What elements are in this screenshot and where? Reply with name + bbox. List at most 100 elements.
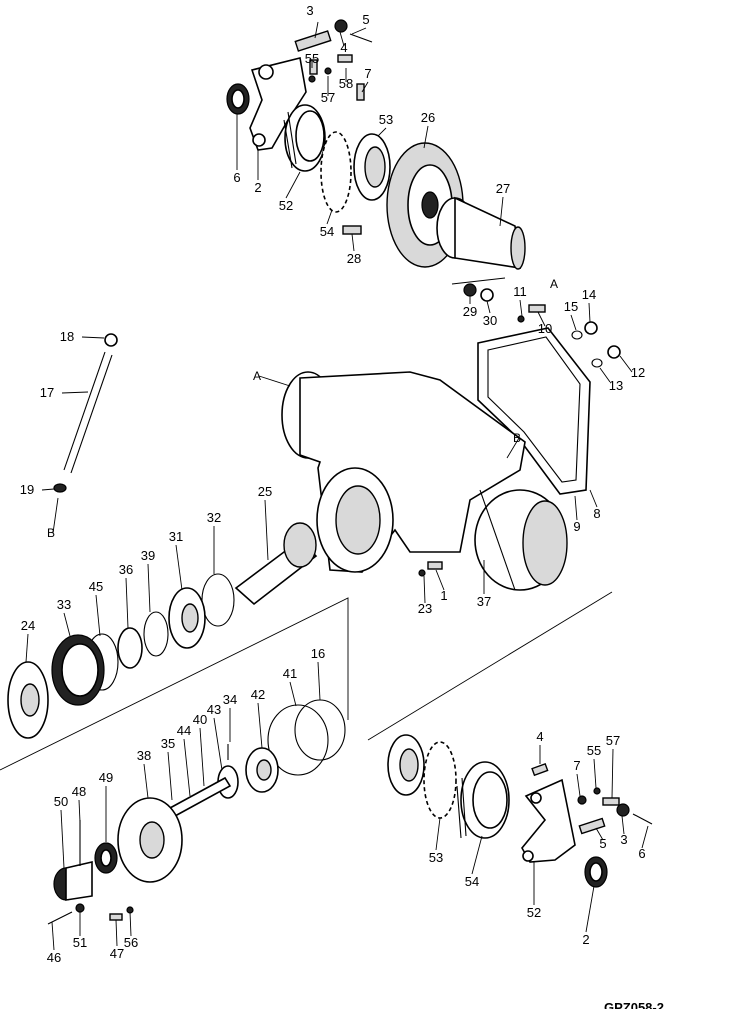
part-number-label: 4 — [536, 729, 543, 744]
leader-line — [289, 681, 297, 707]
leader-line — [285, 171, 301, 199]
part-number-label: 39 — [141, 548, 155, 563]
pinion-carrier — [436, 196, 526, 270]
part-number-label: 52 — [527, 905, 541, 920]
leader-line — [175, 544, 183, 591]
leader-line — [351, 233, 355, 252]
part-number-label: 57 — [606, 733, 620, 748]
view-reference-label: B — [47, 526, 55, 540]
part-number-label: 19 — [20, 482, 34, 497]
lock-ring-54-bottom — [423, 741, 457, 819]
plugs-12-14 — [571, 321, 621, 368]
part-number-label: 7 — [364, 66, 371, 81]
part-number-label: 34 — [223, 692, 237, 707]
leader-line — [593, 758, 597, 789]
part-number-label: 27 — [496, 181, 510, 196]
part-labels: 3545558577265362525428271115141029301213… — [20, 3, 646, 965]
leader-line — [326, 209, 333, 225]
reference-leader — [52, 497, 59, 534]
nut-top — [334, 19, 348, 33]
leader-line — [143, 763, 149, 799]
leader-lines — [25, 21, 649, 951]
part-number-label: 44 — [177, 723, 191, 738]
part-number-label: 24 — [21, 618, 35, 633]
leader-line — [257, 702, 263, 749]
part-number-label: 5 — [362, 12, 369, 27]
part-number-label: 6 — [638, 846, 645, 861]
part-number-label: 11 — [513, 284, 527, 299]
leader-line — [471, 835, 483, 875]
part-number-label: 15 — [564, 299, 578, 314]
bearing-retainer-45 — [51, 634, 105, 706]
part-number-label: 48 — [72, 784, 86, 799]
part-number-label: 53 — [429, 850, 443, 865]
leader-line — [499, 196, 504, 227]
leader-line — [377, 127, 387, 137]
leader-line — [361, 81, 369, 93]
part-number-label: 9 — [573, 519, 580, 534]
part-number-label: 12 — [631, 365, 645, 380]
seal-38 — [94, 842, 118, 874]
part-number-label: 30 — [483, 313, 497, 328]
part-number-label: 49 — [99, 770, 113, 785]
part-number-label: 26 — [421, 110, 435, 125]
part-number-label: 31 — [169, 529, 183, 544]
leader-line — [63, 612, 71, 637]
part-number-label: 54 — [320, 224, 334, 239]
part-number-label: 4 — [340, 40, 347, 55]
leader-line — [435, 817, 441, 851]
leader-line — [641, 825, 649, 849]
part-number-label: 28 — [347, 251, 361, 266]
nut-29-30 — [463, 283, 494, 302]
reference-leader — [258, 375, 291, 387]
leader-line — [537, 311, 546, 327]
bearing-top — [353, 133, 391, 201]
part-number-label: 13 — [609, 378, 623, 393]
snap-ring-32a — [201, 573, 235, 627]
part-number-label: 46 — [47, 950, 61, 965]
view-reference-label: A — [253, 369, 261, 383]
bearing-31 — [168, 587, 206, 649]
part-number-label: 32 — [207, 510, 221, 525]
reference-leader — [506, 437, 520, 459]
cover-flange-33 — [7, 661, 49, 739]
leader-line — [51, 921, 55, 951]
leader-line — [60, 809, 65, 869]
bolts-bottom-cap — [531, 762, 653, 835]
bearing-cap-top — [249, 57, 307, 151]
collar-39 — [117, 627, 143, 669]
part-number-label: 37 — [477, 594, 491, 609]
part-number-label: 41 — [283, 666, 297, 681]
part-number-label: 54 — [465, 874, 479, 889]
part-number-label: 38 — [137, 748, 151, 763]
leader-line — [213, 717, 223, 771]
leader-line — [129, 911, 132, 937]
oil-seal-bottom — [584, 856, 608, 888]
part-number-label: 43 — [207, 702, 221, 717]
bolts-23-24 — [418, 561, 443, 577]
leader-line — [125, 577, 129, 629]
small-bolts-top — [308, 54, 365, 101]
leader-line — [351, 27, 367, 35]
leader-line — [519, 299, 523, 317]
cover-plate — [477, 327, 591, 495]
part-number-label: 47 — [110, 946, 124, 961]
part-number-label: 51 — [73, 935, 87, 950]
part-number-label: 29 — [463, 304, 477, 319]
reference-leader — [451, 277, 506, 285]
part-number-label: 3 — [620, 832, 627, 847]
part-number-label: 23 — [418, 601, 432, 616]
part-number-label: 6 — [233, 170, 240, 185]
leader-line — [339, 31, 345, 47]
yoke-48 — [53, 820, 93, 901]
leader-line — [423, 575, 426, 604]
leader-line — [588, 302, 591, 323]
view-reference-label: A — [550, 277, 558, 291]
bearing-cap-bottom — [521, 778, 576, 863]
drive-pinion-shaft — [234, 522, 318, 606]
leader-line — [423, 125, 429, 149]
leader-line — [585, 885, 595, 933]
part-number-label: 16 — [311, 646, 325, 661]
leader-line — [574, 495, 578, 521]
